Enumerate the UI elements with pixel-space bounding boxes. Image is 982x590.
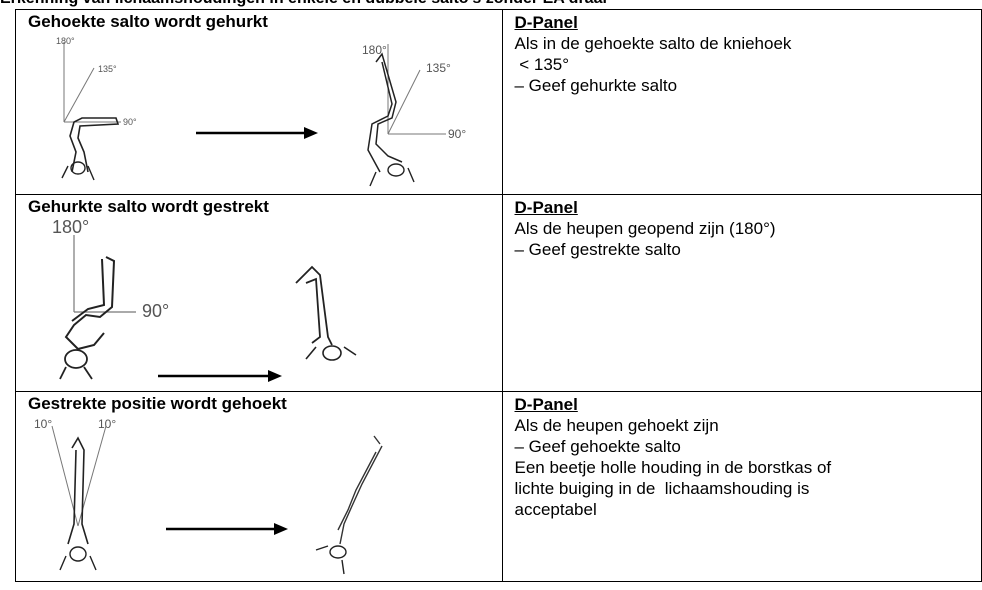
rule-cell-left: Gehurkte salto wordt gestrekt 180° 90° — [15, 194, 503, 392]
figure-straight-to-pike: 10° 10° — [16, 414, 501, 580]
rule-text-line: Een beetje holle houding in de borstkas … — [514, 458, 832, 477]
angle-label: 180° — [362, 43, 387, 57]
rule-text-line: Als de heupen gehoekt zijn — [514, 416, 719, 435]
rule-cell-right: D-Panel Als de heupen geopend zijn (180°… — [501, 194, 982, 392]
d-panel-heading: D-Panel — [514, 198, 578, 217]
figure-pike-to-tuck: 180° 135° 90° 180° 135° 90° — [16, 32, 501, 192]
page-heading: Erkenning van lichaamshoudingen in enkel… — [0, 0, 982, 10]
angle-label: 180° — [52, 217, 89, 237]
figure-tuck-to-straight: 180° 90° — [16, 217, 501, 389]
rule-cell-left: Gehoekte salto wordt gehurkt 180° 135° 9… — [15, 9, 503, 195]
d-panel-text: D-Panel Als de heupen gehoekt zijn – Gee… — [503, 393, 981, 521]
rule-cell-left: Gestrekte positie wordt gehoekt 10° 10° — [15, 391, 503, 582]
rule-text-line: – Geef gestrekte salto — [514, 240, 681, 259]
rule-cell-right: D-Panel Als de heupen gehoekt zijn – Gee… — [501, 391, 982, 582]
angle-label: 90° — [123, 117, 137, 127]
rule-text-line: – Geef gehurkte salto — [514, 76, 678, 95]
d-panel-text: D-Panel Als in de gehoekte salto de knie… — [503, 11, 981, 97]
rule-cell-right: D-Panel Als in de gehoekte salto de knie… — [501, 9, 982, 195]
angle-label: 135° — [426, 61, 451, 75]
pike-to-tuck-illustration: 180° 135° 90° 180° 135° 90° — [56, 36, 466, 187]
rule-text-line: lichte buiging in de lichaamshouding is — [514, 479, 810, 498]
rule-text-line: Als in de gehoekte salto de kniehoek — [514, 34, 792, 53]
row-title: Gehoekte salto wordt gehurkt — [28, 12, 268, 31]
table-row: Gehoekte salto wordt gehurkt 180° 135° 9… — [15, 9, 982, 195]
rule-text-line: Als de heupen geopend zijn (180°) — [514, 219, 776, 238]
row-title: Gestrekte positie wordt gehoekt — [28, 394, 287, 413]
rule-text-line: – Geef gehoekte salto — [514, 437, 681, 456]
d-panel-heading: D-Panel — [514, 395, 578, 414]
straight-to-pike-illustration: 10° 10° — [34, 417, 383, 575]
row-title: Gehurkte salto wordt gestrekt — [28, 197, 269, 216]
d-panel-heading: D-Panel — [514, 13, 578, 32]
rule-text-line: < 135° — [514, 55, 570, 74]
tuck-to-straight-illustration: 180° 90° — [52, 217, 357, 382]
rule-text-line: acceptabel — [514, 500, 597, 519]
table-row: Gehurkte salto wordt gestrekt 180° 90° — [15, 194, 982, 392]
position-rules-table: Gehoekte salto wordt gehurkt 180° 135° 9… — [15, 9, 982, 582]
angle-label: 10° — [98, 417, 116, 431]
angle-label: 180° — [56, 36, 75, 46]
angle-label: 135° — [98, 64, 117, 74]
d-panel-text: D-Panel Als de heupen geopend zijn (180°… — [503, 196, 981, 261]
table-row: Gestrekte positie wordt gehoekt 10° 10° — [15, 391, 982, 582]
angle-label: 90° — [448, 127, 466, 141]
angle-label: 90° — [142, 301, 169, 321]
angle-label: 10° — [34, 417, 52, 431]
